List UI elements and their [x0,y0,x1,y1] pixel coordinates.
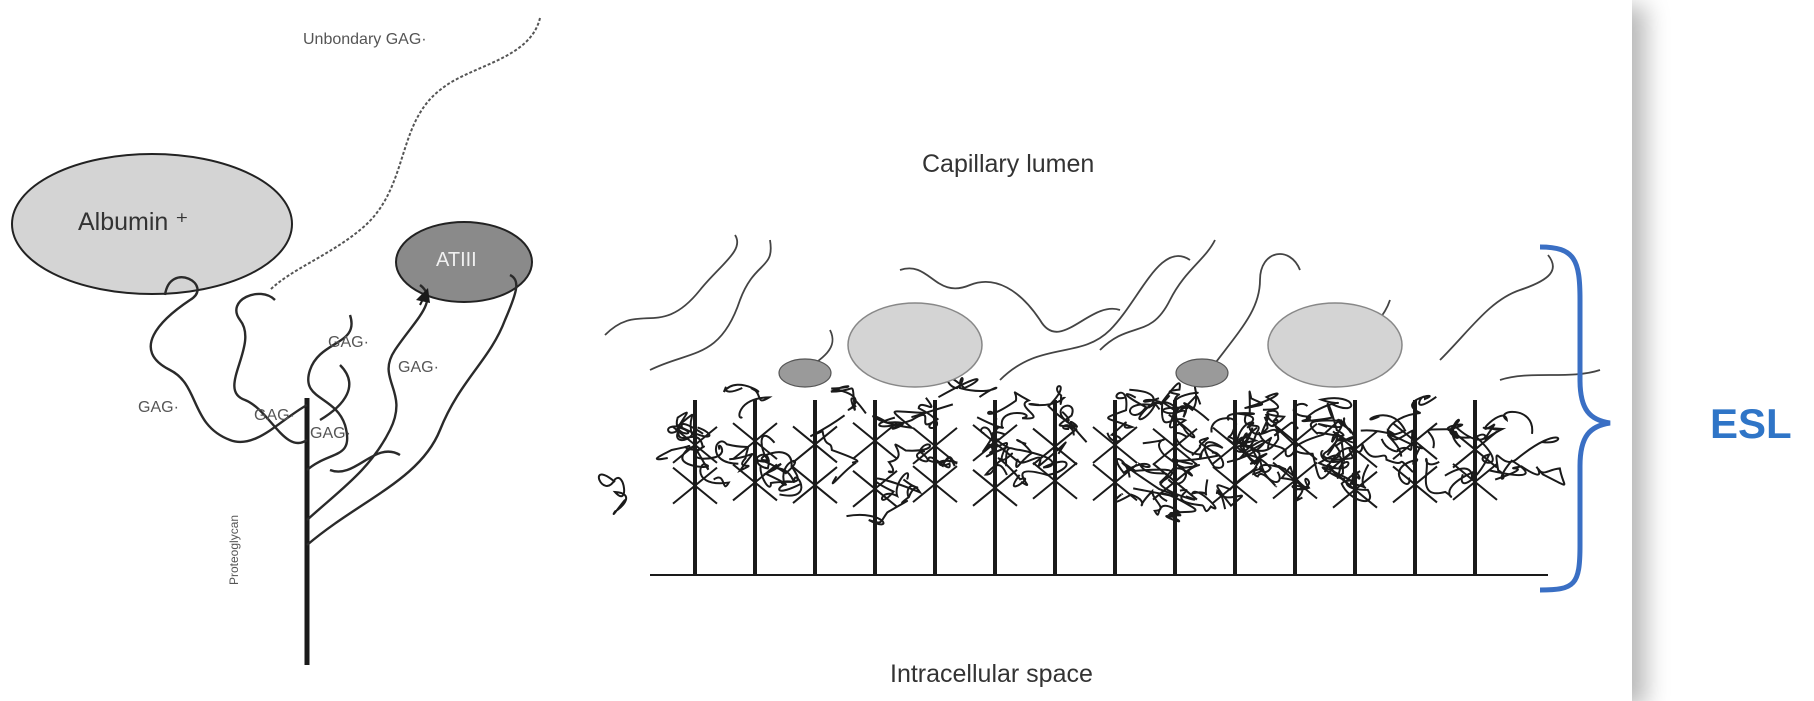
gag-tangle [1428,420,1462,448]
gag-tangle [1489,437,1558,478]
albumin-molecule [1268,303,1402,387]
atiii-molecule [1176,359,1228,387]
gag-tangle [811,415,857,483]
gag-label: GAG· [138,400,179,416]
gag-label: GAG· [328,335,369,351]
gag-tangle [1484,412,1533,439]
proteoglycan-label: Proteoglycan [228,515,240,585]
albumin-molecule [848,303,982,387]
gag-tangle [1144,396,1200,427]
esl-label: ESL [1710,403,1792,445]
gag-tangle [1294,398,1352,418]
gag-label: GAG· [398,360,439,376]
gag-tangle [1328,465,1369,488]
left-gag-chains [151,275,517,545]
atiii-molecule [779,359,831,387]
atiii-label: ATIII [436,250,477,270]
gag-tangle [1180,479,1216,511]
albumin-label: Albumin ⁺ [78,210,188,235]
unbound-gag-label: Unbondary GAG· [303,32,427,48]
capillary-lumen-label: Capillary lumen [922,152,1094,177]
gag-tangle [1060,406,1087,442]
gag-tangle [928,457,957,467]
intracellular-space-label: Intracellular space [890,662,1093,687]
gag-tangle [1029,386,1068,421]
gag-label: GAG· [310,426,351,442]
gag-tangle [1370,396,1436,435]
gag-tangle [724,385,769,418]
gag-tangle [1245,392,1279,417]
gag-label: GAG· [254,408,295,424]
free-gag-strands [605,235,1600,380]
gag-tangle [599,475,626,515]
glycocalyx-mesh [599,378,1564,524]
gag-tangle [873,404,953,428]
gag-tangle [831,386,866,413]
gag-tangle [668,413,703,434]
gag-tangle [1127,390,1156,420]
esl-brace [1540,247,1610,590]
